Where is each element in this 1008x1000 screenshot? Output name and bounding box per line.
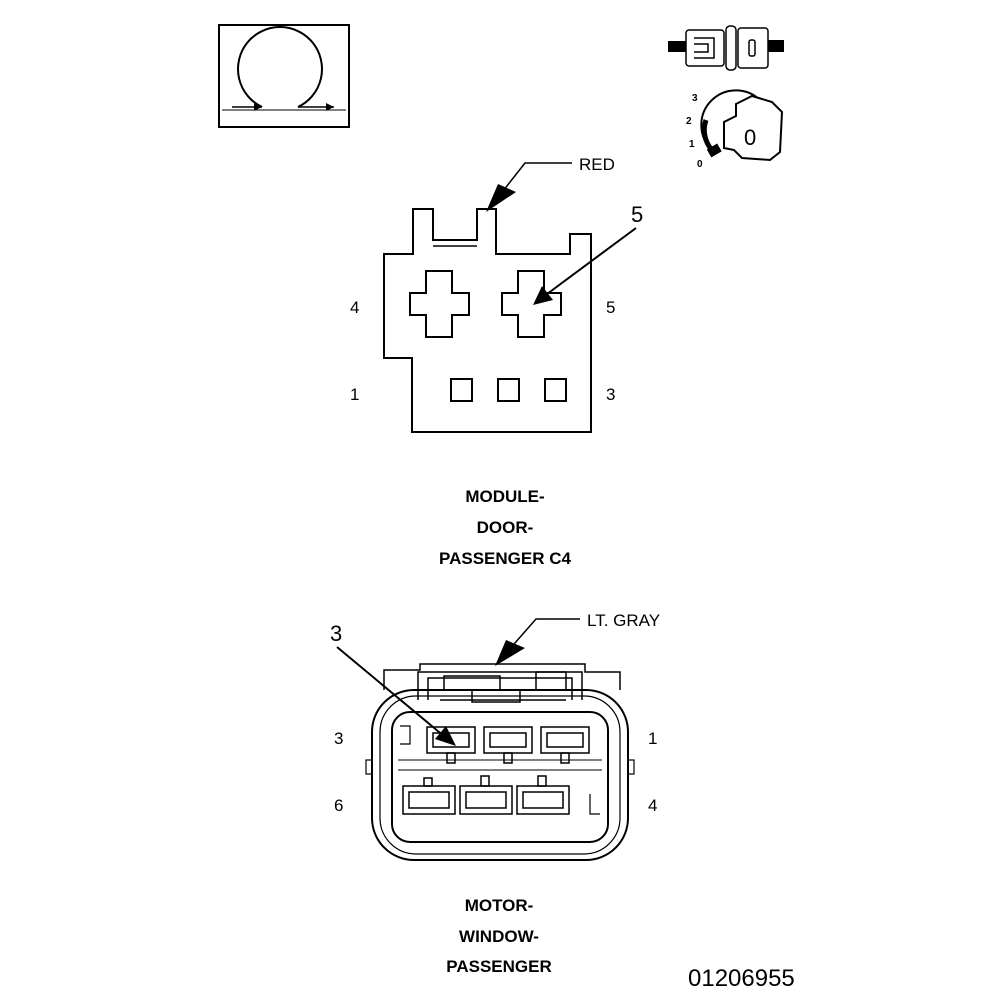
top-connector-color-label: RED	[579, 155, 615, 174]
bottom-connector-housing-inner	[391, 711, 609, 843]
top-connector: RED 5 4 5 1 3 MODULE- DOOR- PASSENGER C4	[350, 155, 643, 568]
top-connector-cavity-2	[497, 378, 520, 402]
bottom-connector-caption-line-1: MOTOR-	[465, 896, 534, 915]
top-connector-cavity-5	[501, 270, 562, 338]
bottom-connector-callout-number: 3	[330, 621, 342, 646]
bottom-connector-cavity-1	[540, 726, 590, 754]
bottom-connector-pin-label-6: 6	[334, 796, 343, 815]
ignition-key-off-icon: 3 2 1 0 0	[686, 89, 784, 170]
top-connector-pin-label-4: 4	[350, 298, 359, 317]
top-connector-pin-label-5: 5	[606, 298, 615, 317]
bottom-connector-cavity-4	[516, 785, 570, 815]
top-connector-caption-line-3: PASSENGER C4	[439, 549, 571, 568]
top-connector-housing	[383, 208, 592, 433]
bottom-connector-color-label: LT. GRAY	[587, 611, 660, 630]
bottom-connector-caption-line-3: PASSENGER	[446, 957, 552, 976]
top-connector-caption-line-2: DOOR-	[477, 518, 534, 537]
bottom-connector-pin-label-1: 1	[648, 729, 657, 748]
ignition-position-3: 3	[692, 93, 698, 104]
top-connector-pin-label-3: 3	[606, 385, 615, 404]
ignition-key-symbol: 0	[744, 125, 756, 150]
top-connector-cavity-3	[544, 378, 567, 402]
bottom-connector-cavity-2	[483, 726, 533, 754]
top-connector-cavity-1	[450, 378, 473, 402]
top-connector-callout-number: 5	[631, 202, 643, 227]
bottom-connector-housing-outer	[371, 689, 629, 861]
top-connector-pin-label-1: 1	[350, 385, 359, 404]
bottom-connector-pin-label-4: 4	[648, 796, 657, 815]
connector-disconnect-icon	[668, 25, 784, 71]
ohmmeter-icon	[218, 24, 350, 128]
ignition-position-0: 0	[697, 159, 703, 170]
bottom-connector-pin-label-3: 3	[334, 729, 343, 748]
bottom-connector: LT. GRAY 3	[330, 611, 660, 976]
figure-id: 01206955	[688, 965, 795, 992]
bottom-connector-cavity-6	[402, 785, 456, 815]
ignition-position-2: 2	[686, 116, 692, 127]
top-connector-caption-line-1: MODULE-	[465, 487, 544, 506]
bottom-connector-cavity-5	[459, 785, 513, 815]
bottom-connector-caption-line-2: WINDOW-	[459, 927, 539, 946]
top-connector-cavity-4	[409, 270, 470, 338]
ignition-position-1: 1	[689, 139, 695, 150]
